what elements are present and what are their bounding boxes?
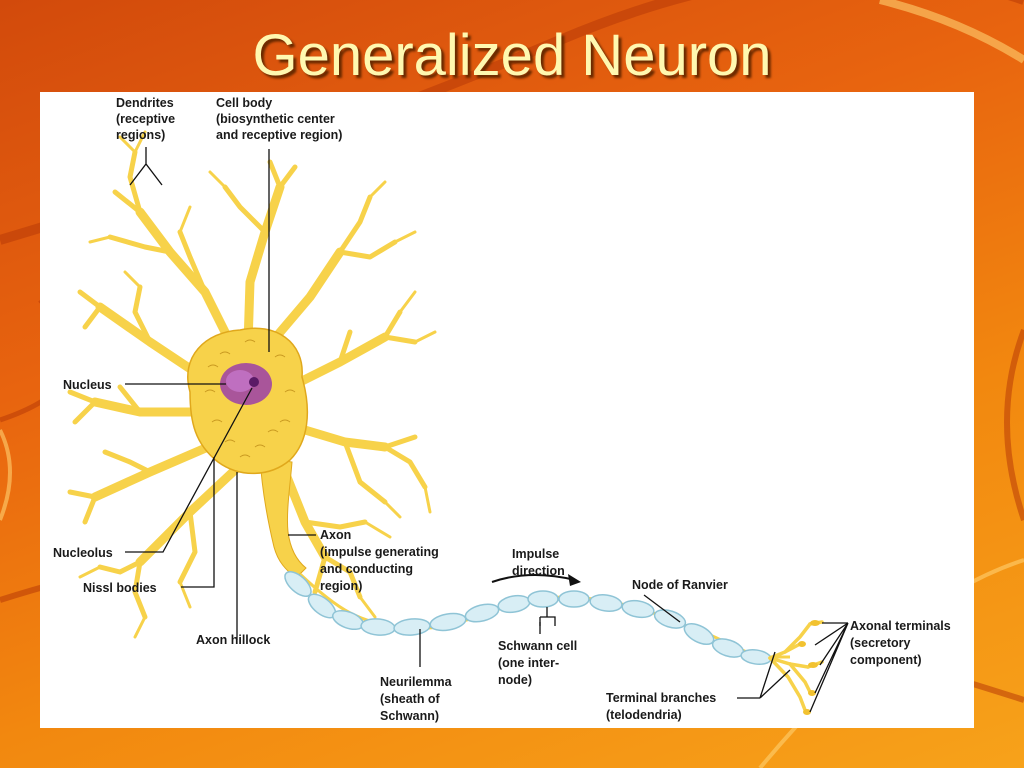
impulse-direction-arrowhead bbox=[568, 574, 581, 586]
slide-title: Generalized Neuron bbox=[252, 23, 772, 88]
leader-lines bbox=[125, 147, 849, 713]
neuron-diagram: Dendrites (receptive regions) Cell body … bbox=[53, 96, 954, 723]
label-impulse-direction: Impulse direction bbox=[512, 547, 565, 578]
decor-swoosh bbox=[879, 0, 1024, 64]
nucleolus bbox=[249, 377, 259, 387]
impulse-direction-arrow bbox=[491, 574, 576, 583]
axonal-terminal-knobs bbox=[798, 620, 820, 715]
decor-swoosh bbox=[0, 429, 12, 521]
label-axon: Axon (impulse generating and conducting … bbox=[320, 528, 442, 593]
terminal-branches bbox=[768, 620, 824, 712]
label-axon-hillock: Axon hillock bbox=[196, 633, 270, 647]
nissl-bodies bbox=[204, 339, 296, 458]
dendrites bbox=[67, 130, 437, 639]
label-cell-body: Cell body (biosynthetic center and recep… bbox=[216, 96, 342, 142]
decor-swoosh bbox=[1004, 328, 1024, 521]
neuron-diagram-panel: Dendrites (receptive regions) Cell body … bbox=[40, 92, 974, 728]
myelin-sheath bbox=[284, 571, 772, 665]
label-axonal-terminals: Axonal terminals (secretory component) bbox=[850, 619, 954, 667]
label-node-of-ranvier: Node of Ranvier bbox=[632, 578, 728, 592]
label-schwann-cell: Schwann cell (one inter- node) bbox=[498, 639, 581, 687]
label-neurilemma: Neurilemma (sheath of Schwann) bbox=[380, 675, 455, 723]
label-nucleolus: Nucleolus bbox=[53, 546, 113, 560]
nucleus-highlight bbox=[226, 370, 254, 392]
label-terminal-branches: Terminal branches (telodendria) bbox=[606, 691, 720, 722]
label-nucleus: Nucleus bbox=[63, 378, 112, 392]
label-dendrites: Dendrites (receptive regions) bbox=[116, 96, 179, 142]
label-nissl-bodies: Nissl bodies bbox=[83, 581, 157, 595]
